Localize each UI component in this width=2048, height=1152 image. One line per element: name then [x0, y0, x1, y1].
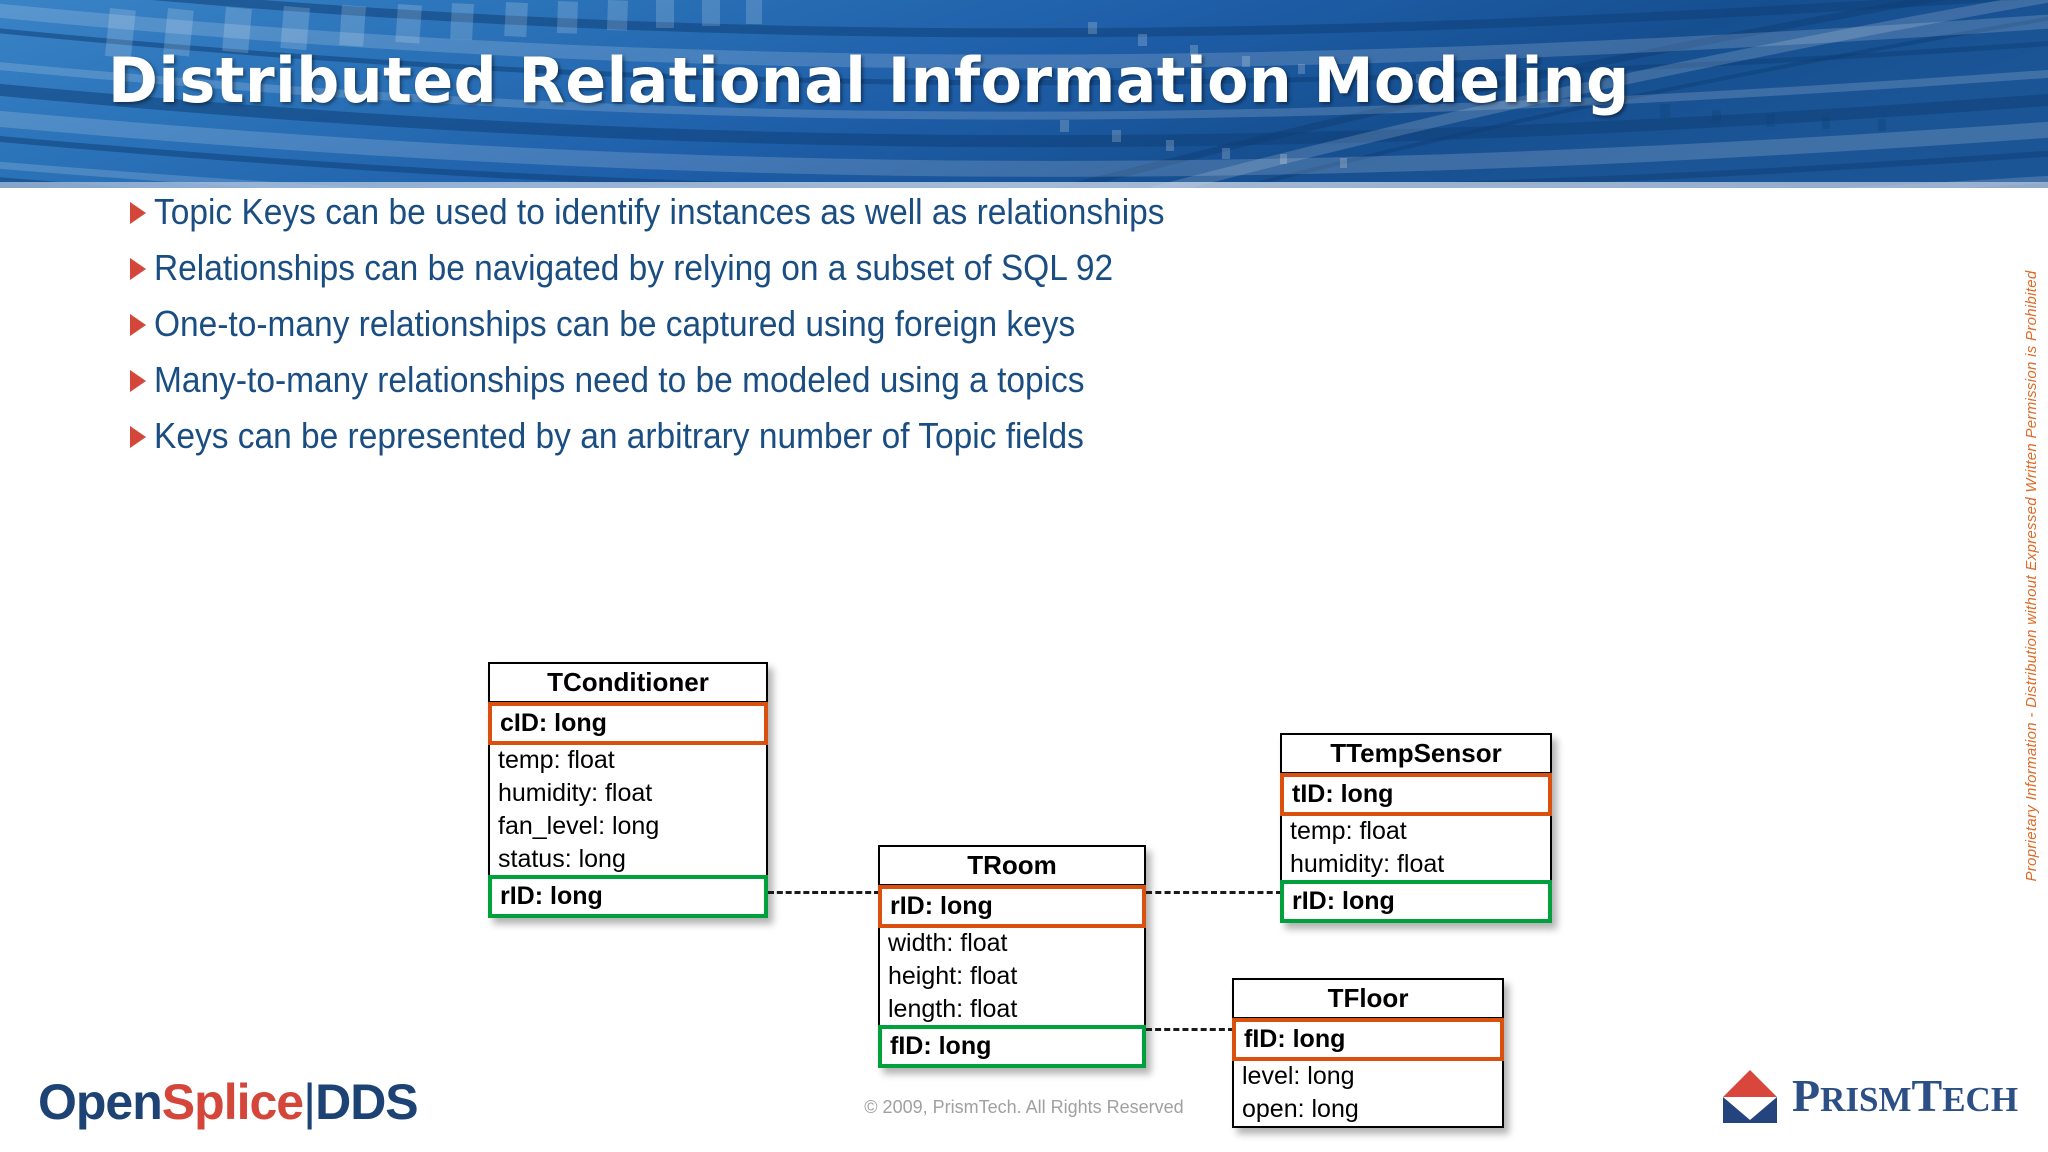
entity-troom[interactable]: TRoom rID: long width: float height: flo… — [878, 845, 1146, 1068]
prismtech-t: T — [1911, 1070, 1943, 1121]
attribute-primary-key: tID: long — [1280, 773, 1552, 816]
bullet-text: Keys can be represented by an arbitrary … — [154, 415, 1084, 456]
entity-ttempsensor[interactable]: TTempSensor tID: long temp: float humidi… — [1280, 733, 1552, 923]
prismtech-logo: PRISMTECH — [1722, 1068, 2018, 1124]
bullet-item-3: One-to-many relationships can be capture… — [128, 302, 1828, 346]
connector-room-to-floor — [1146, 1028, 1234, 1031]
triangle-right-icon — [128, 201, 154, 225]
attribute-row: temp: float — [498, 746, 615, 774]
logo-text-dds: DDS — [315, 1074, 419, 1130]
opensplice-dds-logo: OpenSplice|DDS — [38, 1073, 419, 1131]
bullet-list: Topic Keys can be used to identify insta… — [128, 190, 1828, 470]
banner-bottom-edge — [0, 182, 2048, 188]
prismtech-ech: ECH — [1942, 1080, 2019, 1119]
attribute-foreign-key: fID: long — [878, 1025, 1146, 1068]
entity-tfloor[interactable]: TFloor fID: long level: long open: long — [1232, 978, 1504, 1128]
bullet-item-5: Keys can be represented by an arbitrary … — [128, 414, 1828, 458]
bullet-text: Many-to-many relationships need to be mo… — [154, 359, 1085, 400]
bullet-text: Topic Keys can be used to identify insta… — [154, 191, 1165, 232]
attribute-primary-key: fID: long — [1232, 1018, 1504, 1061]
attribute-foreign-key: rID: long — [488, 875, 768, 918]
connector-room-to-tempsensor — [1146, 891, 1282, 894]
entity-title: TFloor — [1234, 980, 1502, 1019]
bullet-item-4: Many-to-many relationships need to be mo… — [128, 358, 1828, 402]
attribute-primary-key: cID: long — [488, 702, 768, 745]
triangle-right-icon — [128, 257, 154, 281]
triangle-right-icon — [128, 425, 154, 449]
page-title: Distributed Relational Information Model… — [108, 44, 1630, 117]
attribute-row: fan_level: long — [498, 812, 660, 840]
prismtech-logo-icon — [1722, 1068, 1778, 1124]
logo-text-open: Open — [38, 1074, 163, 1130]
attribute-row: temp: float — [1290, 817, 1407, 845]
attribute-primary-key: rID: long — [878, 885, 1146, 928]
attribute-row: width: float — [888, 929, 1008, 957]
prismtech-p: P — [1792, 1070, 1821, 1121]
prismtech-wordmark: PRISMTECH — [1792, 1073, 2018, 1119]
connector-conditioner-to-room — [768, 891, 880, 894]
triangle-right-icon — [128, 369, 154, 393]
attribute-foreign-key: rID: long — [1280, 880, 1552, 923]
entity-tconditioner[interactable]: TConditioner cID: long temp: float humid… — [488, 662, 768, 918]
banner-swoosh-graphic — [0, 0, 2048, 188]
attribute-row: humidity: float — [498, 779, 653, 807]
bullet-text: Relationships can be navigated by relyin… — [154, 247, 1114, 288]
attribute-row: length: float — [888, 995, 1018, 1023]
attribute-row: level: long — [1242, 1062, 1355, 1090]
header-banner: Distributed Relational Information Model… — [0, 0, 2048, 188]
logo-separator: | — [303, 1074, 316, 1130]
proprietary-notice: Proprietary Information - Distribution w… — [2023, 270, 2040, 882]
prismtech-rism: RISM — [1820, 1080, 1912, 1119]
logo-text-splice: Splice — [161, 1074, 304, 1130]
attribute-row: height: float — [888, 962, 1018, 990]
bullet-item-2: Relationships can be navigated by relyin… — [128, 246, 1828, 290]
attribute-row: status: long — [498, 845, 626, 873]
entity-title: TConditioner — [490, 664, 766, 703]
entity-title: TTempSensor — [1282, 735, 1550, 774]
attribute-row: open: long — [1242, 1095, 1359, 1123]
copyright-text: © 2009, PrismTech. All Rights Reserved — [864, 1097, 1184, 1117]
bullet-text: One-to-many relationships can be capture… — [154, 303, 1076, 344]
attribute-row: humidity: float — [1290, 850, 1445, 878]
entity-title: TRoom — [880, 847, 1144, 886]
bullet-item-1: Topic Keys can be used to identify insta… — [128, 190, 1828, 234]
triangle-right-icon — [128, 313, 154, 337]
